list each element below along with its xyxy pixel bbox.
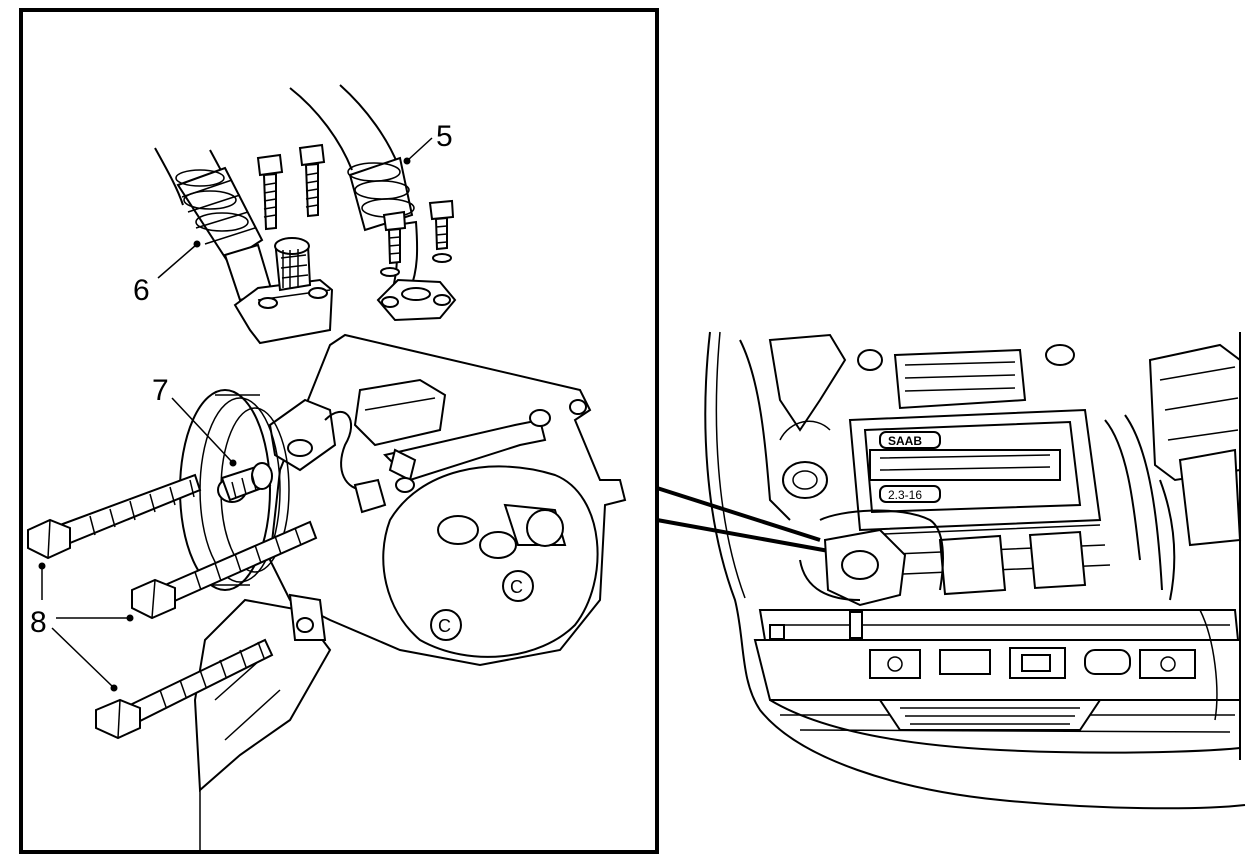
engine-bay-inset: SAAB 2.3-16 [704,331,1246,810]
callout-7: 7 [152,374,169,407]
fitting-6-bolts [256,143,326,231]
compressor-body: C C [179,333,627,850]
mounting-bolts-8 [27,473,318,740]
hose-6-assembly [154,147,334,345]
engine-badge: 2.3-16 [888,488,922,502]
svg-text:C: C [510,577,523,597]
inset-pointer [656,486,841,555]
callout-8: 8 [30,606,47,639]
pressure-switch-7 [220,462,273,502]
hose-5-assembly [289,84,457,322]
callouts: 5 6 7 8 [30,120,453,692]
callout-6: 6 [133,274,150,307]
callout-5: 5 [436,120,453,153]
saab-badge: SAAB [888,434,922,448]
svg-text:C: C [438,616,451,636]
